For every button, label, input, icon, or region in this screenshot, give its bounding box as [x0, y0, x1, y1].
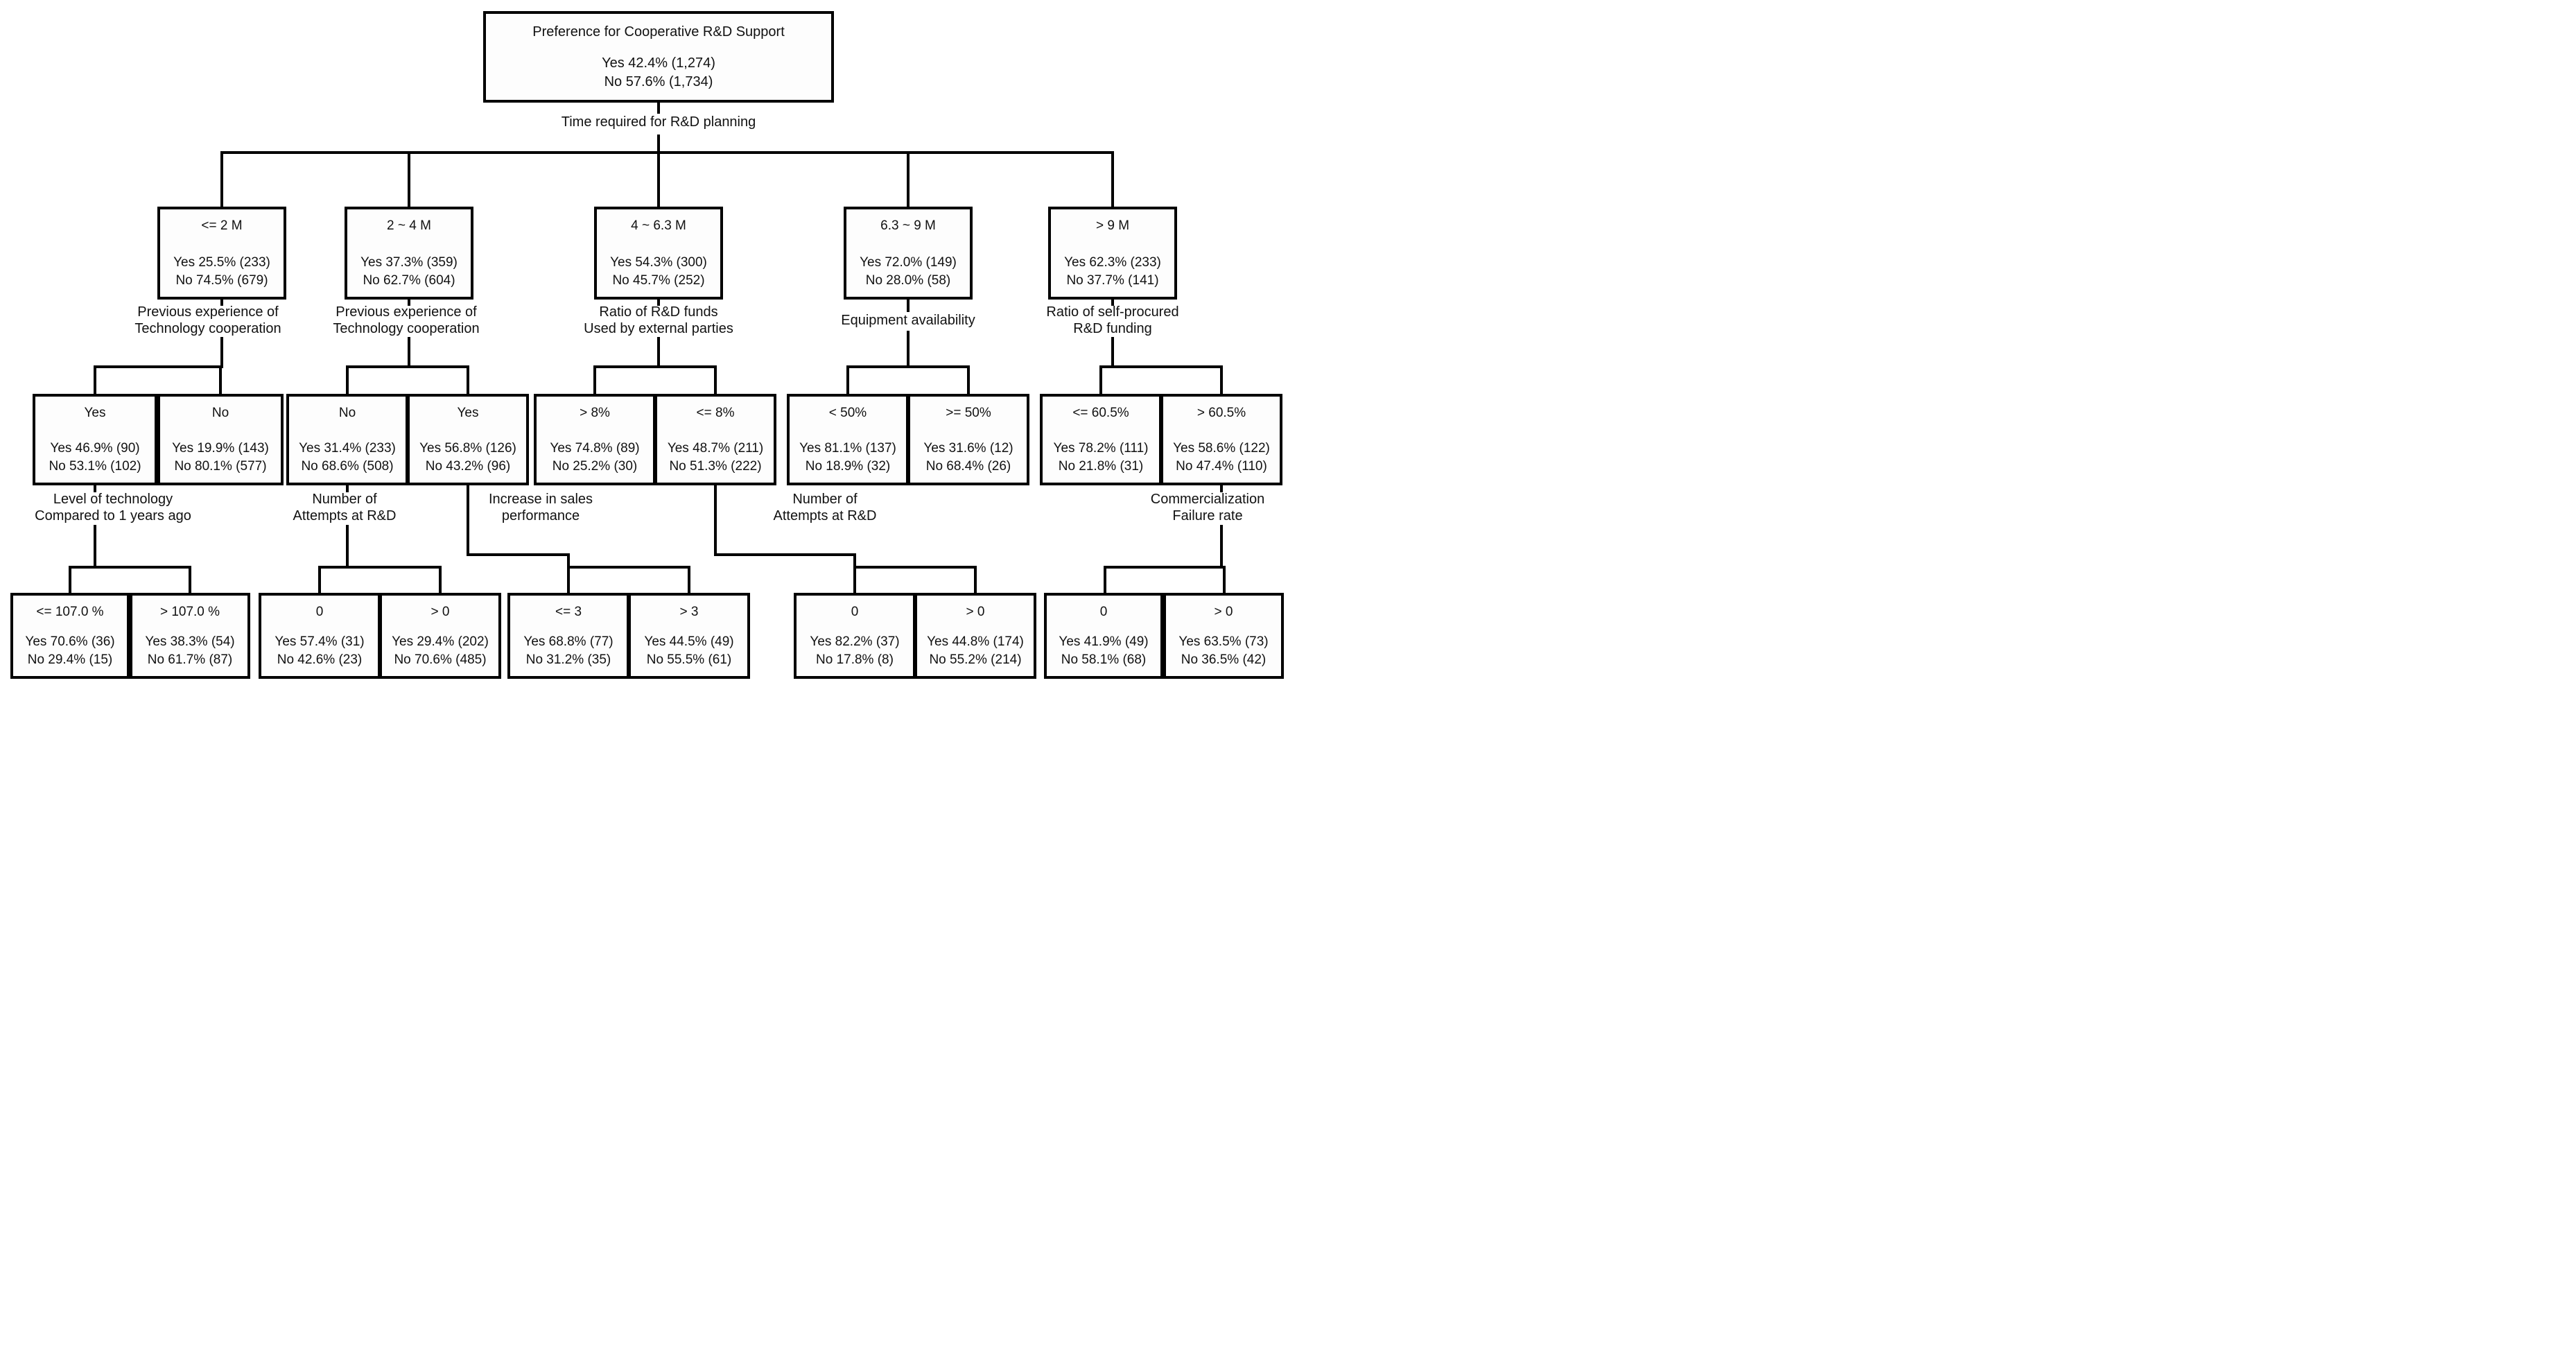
node-failrate-gt0: > 0 Yes 63.5% (73)No 36.5% (42) — [1163, 593, 1284, 679]
yes-stat-line: Yes 31.4% (233) — [299, 441, 396, 456]
yes-stat-line: Yes 25.5% (233) — [173, 255, 270, 270]
yes-stat-line: Yes 29.4% (202) — [392, 634, 489, 649]
node-le-2m: <= 2 M Yes 25.5% (233)No 74.5% (679) — [157, 207, 286, 300]
no-stat-line: No 62.7% (604) — [363, 273, 455, 288]
node-funds-le8: <= 8% Yes 48.7% (211)No 51.3% (222) — [654, 394, 776, 485]
node-techcoop2-yes: Yes Yes 56.8% (126)No 43.2% (96) — [407, 394, 529, 485]
no-stat-line: No 29.4% (15) — [27, 652, 113, 667]
no-stat-line: No 53.1% (102) — [49, 459, 141, 474]
yes-stat-line: Yes 72.0% (149) — [860, 255, 957, 270]
no-stat-line: No 80.1% (577) — [174, 459, 267, 474]
no-stat-line: No 70.6% (485) — [394, 652, 487, 667]
node-selffund-le605: <= 60.5% Yes 78.2% (111)No 21.8% (31) — [1040, 394, 1162, 485]
node-sales-le3: <= 3 Yes 68.8% (77)No 31.2% (35) — [507, 593, 629, 679]
node-4-63m: 4 ~ 6.3 M Yes 54.3% (300)No 45.7% (252) — [594, 207, 723, 300]
no-stat-line: No 31.2% (35) — [525, 652, 611, 667]
no-stat-line: No 58.1% (68) — [1061, 652, 1147, 667]
yes-stat-line: Yes 46.9% (90) — [50, 441, 140, 456]
decision-tree-diagram: Preference for Cooperative R&D Support Y… — [0, 0, 1288, 680]
node-equip-ge50: >= 50% Yes 31.6% (12)No 68.4% (26) — [907, 394, 1029, 485]
node-attempts2-gt0: > 0 Yes 44.8% (174)No 55.2% (214) — [914, 593, 1036, 679]
node-techcoop2-no: No Yes 31.4% (233)No 68.6% (508) — [286, 394, 408, 485]
node-attempts-gt0: > 0 Yes 29.4% (202)No 70.6% (485) — [379, 593, 501, 679]
node-equip-lt50: < 50% Yes 81.1% (137)No 18.9% (32) — [787, 394, 909, 485]
no-stat-line: No 45.7% (252) — [612, 273, 705, 288]
yes-stat-line: Yes 70.6% (36) — [25, 634, 115, 649]
node-gt-9m: > 9 M Yes 62.3% (233)No 37.7% (141) — [1048, 207, 1177, 300]
node-attempts-0: 0 Yes 57.4% (31)No 42.6% (23) — [259, 593, 381, 679]
yes-stat-line: Yes 78.2% (111) — [1053, 441, 1149, 456]
connector-lines — [69, 103, 1226, 594]
yes-stat-line: Yes 62.3% (233) — [1064, 255, 1161, 270]
no-stat-line: No 68.4% (26) — [925, 459, 1011, 474]
node-failrate-0: 0 Yes 41.9% (49)No 58.1% (68) — [1044, 593, 1163, 679]
yes-stat-line: Yes 81.1% (137) — [799, 441, 896, 456]
no-stat-line: No 68.6% (508) — [301, 459, 394, 474]
no-stat-line: No 25.2% (30) — [552, 459, 638, 474]
yes-stat-line: Yes 48.7% (211) — [667, 441, 764, 456]
no-stat-line: No 37.7% (141) — [1066, 273, 1159, 288]
yes-stat-line: Yes 63.5% (73) — [1178, 634, 1269, 649]
node-techlevel-gt107: > 107.0 % Yes 38.3% (54)No 61.7% (87) — [130, 593, 250, 679]
yes-stat-line: Yes 44.8% (174) — [927, 634, 1024, 649]
no-stat-line: No 36.5% (42) — [1181, 652, 1267, 667]
yes-stat-line: Yes 19.9% (143) — [172, 441, 269, 456]
yes-stat-line: Yes 68.8% (77) — [523, 634, 613, 649]
no-stat-line: No 74.5% (679) — [175, 273, 268, 288]
node-sales-gt3: > 3 Yes 44.5% (49)No 55.5% (61) — [628, 593, 750, 679]
yes-stat-line: Yes 58.6% (122) — [1173, 441, 1270, 456]
yes-stat-line: Yes 44.5% (49) — [644, 634, 734, 649]
node-selffund-gt605: > 60.5% Yes 58.6% (122)No 47.4% (110) — [1160, 394, 1282, 485]
no-stat-line: No 42.6% (23) — [277, 652, 363, 667]
no-stat-line: No 55.2% (214) — [929, 652, 1022, 667]
split-label-n4: Equipment availability — [841, 313, 975, 328]
node-root: Preference for Cooperative R&D Support Y… — [483, 11, 834, 103]
no-stat-line: No 55.5% (61) — [646, 652, 732, 667]
no-stat-line: No 43.2% (96) — [425, 459, 511, 474]
yes-stat-line: Yes 37.3% (359) — [360, 255, 458, 270]
no-stat-line: No 18.9% (32) — [805, 459, 891, 474]
node-techcoop-no: No Yes 19.9% (143)No 80.1% (577) — [157, 394, 284, 485]
yes-stat-line: Yes 38.3% (54) — [145, 634, 235, 649]
node-attempts2-0: 0 Yes 82.2% (37)No 17.8% (8) — [794, 593, 916, 679]
no-stat-line: No 28.0% (58) — [865, 273, 951, 288]
node-techlevel-le107: <= 107.0 % Yes 70.6% (36)No 29.4% (15) — [10, 593, 130, 679]
no-stat-line: No 61.7% (87) — [147, 652, 233, 667]
no-stat-line: No 17.8% (8) — [816, 652, 894, 667]
yes-stat-line: Yes 57.4% (31) — [275, 634, 365, 649]
no-stat-line: No 57.6% (1,734) — [604, 74, 713, 89]
yes-stat-line: Yes 54.3% (300) — [610, 255, 707, 270]
no-stat-line: No 21.8% (31) — [1058, 459, 1144, 474]
split-label-root: Time required for R&D planning — [561, 114, 756, 130]
node-techcoop-yes: Yes Yes 46.9% (90)No 53.1% (102) — [33, 394, 157, 485]
node-63-9m: 6.3 ~ 9 M Yes 72.0% (149)No 28.0% (58) — [844, 207, 973, 300]
yes-stat-line: Yes 74.8% (89) — [550, 441, 640, 456]
yes-stat-line: Yes 56.8% (126) — [419, 441, 516, 456]
node-2-4m: 2 ~ 4 M Yes 37.3% (359)No 62.7% (604) — [345, 207, 473, 300]
yes-stat-line: Yes 42.4% (1,274) — [602, 55, 715, 71]
node-funds-gt8: > 8% Yes 74.8% (89)No 25.2% (30) — [534, 394, 656, 485]
yes-stat-line: Yes 31.6% (12) — [923, 441, 1013, 456]
no-stat-line: No 47.4% (110) — [1176, 459, 1267, 474]
no-stat-line: No 51.3% (222) — [669, 459, 762, 474]
node-title: Preference for Cooperative R&D Support — [532, 24, 785, 40]
yes-stat-line: Yes 41.9% (49) — [1059, 634, 1149, 649]
yes-stat-line: Yes 82.2% (37) — [810, 634, 900, 649]
